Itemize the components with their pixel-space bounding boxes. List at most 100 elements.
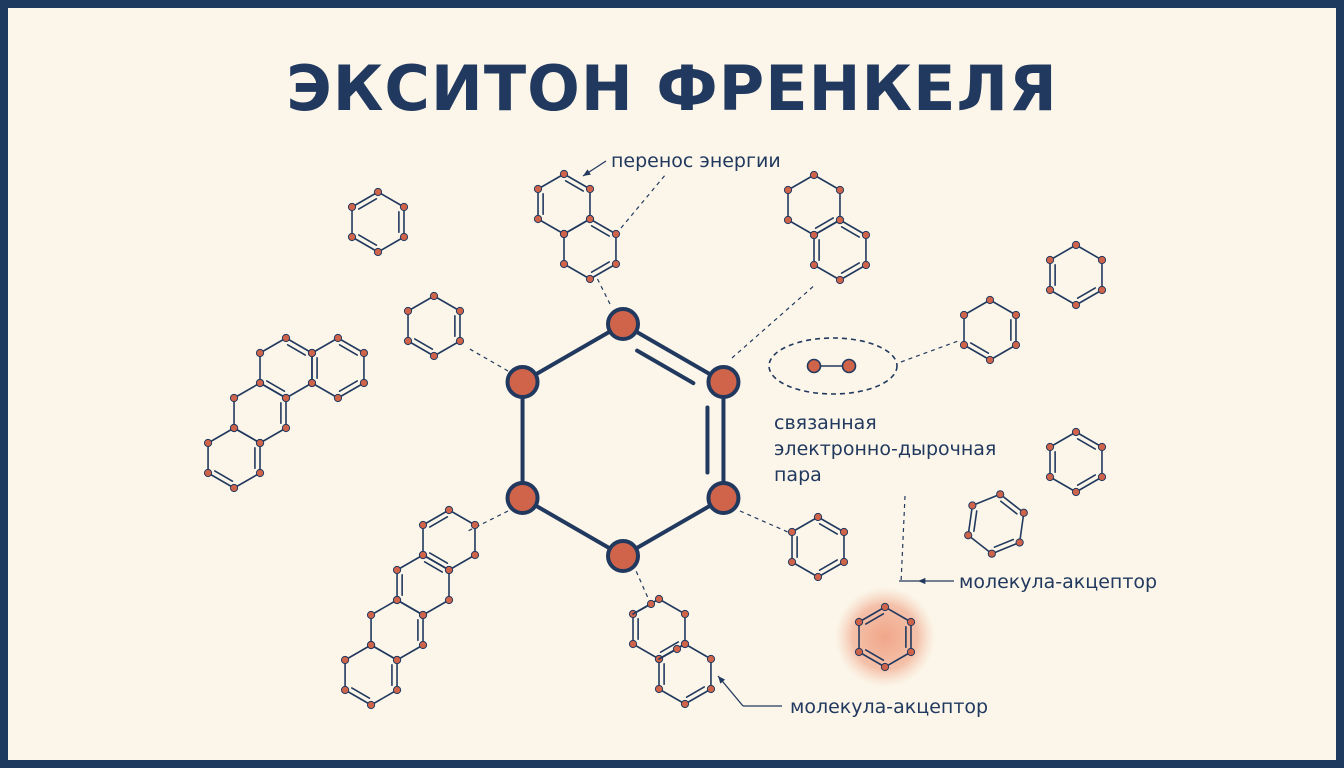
atom: [1045, 255, 1055, 265]
double-bond: [973, 510, 978, 532]
ring-bond: [658, 643, 712, 705]
atom: [813, 572, 823, 582]
atom: [281, 393, 291, 403]
double-bond: [659, 641, 680, 653]
atom: [1097, 285, 1107, 295]
atom: [813, 512, 823, 522]
atom: [281, 423, 291, 433]
ring-bond: [351, 191, 405, 253]
atom: [333, 393, 343, 403]
double-bond: [993, 538, 1015, 548]
atom: [229, 393, 239, 403]
ring-bond: [311, 337, 365, 399]
naphthalene-ring: [628, 594, 690, 664]
atom: [996, 490, 1005, 499]
atom: [559, 259, 569, 269]
atom: [366, 640, 376, 650]
arrow-head: [918, 577, 926, 585]
atom: [835, 185, 845, 195]
atom: [1011, 310, 1021, 320]
atom: [403, 336, 413, 346]
dashed-interaction-line: [632, 563, 649, 599]
hole-atom: [841, 358, 857, 374]
atom: [854, 647, 864, 657]
diagram-frame: ЭКСИТОН ФРЕНКЕЛЯ перенос энергии связанн…: [8, 8, 1336, 760]
page-title: ЭКСИТОН ФРЕНКЕЛЯ: [286, 52, 1058, 125]
atom: [444, 505, 454, 515]
ring-bond: [407, 295, 461, 357]
ring-bond: [233, 382, 287, 444]
atom: [359, 378, 369, 388]
dashed-interaction-line: [739, 510, 791, 534]
molecules: [203, 169, 1107, 710]
acceptor-right-arrow: [918, 577, 954, 585]
atom: [366, 700, 376, 710]
atom: [854, 617, 864, 627]
atom: [1097, 472, 1107, 482]
atom: [255, 348, 265, 358]
atom: [783, 215, 793, 225]
atom: [985, 355, 995, 365]
double-bond: [685, 686, 706, 698]
dashed-interaction-line: [620, 173, 667, 229]
atom: [1071, 240, 1081, 250]
central-atom: [606, 539, 640, 573]
double-bond: [840, 226, 861, 238]
double-bond: [590, 225, 611, 237]
double-bond: [1000, 500, 1018, 515]
atom: [880, 662, 890, 672]
double-bond: [428, 552, 449, 564]
bound-pair-label-2: электронно-дырочная: [774, 438, 997, 460]
double-bond: [814, 217, 835, 229]
ring-bond: [344, 644, 398, 706]
atom: [340, 685, 350, 695]
double-bond: [1076, 287, 1097, 299]
fused-ring: [255, 333, 317, 403]
double-bond: [357, 234, 378, 246]
ring-bond: [1049, 431, 1103, 493]
acceptor-ring: [854, 602, 916, 672]
atom: [307, 378, 317, 388]
double-bond: [286, 344, 307, 356]
atom: [585, 184, 595, 194]
energy-transfer-arrow: [582, 160, 607, 177]
double-bond: [969, 342, 990, 354]
fused-ring: [307, 333, 369, 403]
atom: [307, 348, 317, 358]
central-atom: [706, 365, 741, 399]
benzene-ring: [403, 291, 465, 361]
electron-atom: [806, 358, 822, 374]
atom: [533, 214, 543, 224]
atom: [229, 423, 239, 433]
atom: [429, 291, 439, 301]
atom: [392, 655, 402, 665]
atom: [392, 565, 402, 575]
atom: [403, 306, 413, 316]
central-molecule: [505, 307, 741, 573]
ring-bond: [791, 516, 845, 578]
double-bond: [428, 516, 449, 528]
atom: [418, 640, 428, 650]
atom: [281, 333, 291, 343]
atom: [959, 310, 969, 320]
arrow-head: [718, 676, 726, 684]
atom: [906, 647, 916, 657]
atom: [672, 644, 682, 654]
atom: [373, 247, 383, 257]
double-bond: [840, 262, 861, 274]
atom: [429, 351, 439, 361]
ring-bond: [813, 219, 867, 281]
atom: [255, 378, 265, 388]
ring-bond: [963, 299, 1017, 361]
ring-bond: [259, 337, 313, 399]
atom: [203, 468, 213, 478]
double-bond: [864, 649, 885, 661]
dashed-interaction-line: [900, 495, 906, 584]
atom: [455, 336, 465, 346]
atom: [680, 639, 690, 649]
atom: [783, 185, 793, 195]
atom: [1019, 508, 1028, 517]
atom: [1045, 472, 1055, 482]
dashed-interaction-line: [731, 283, 817, 359]
benzene-ring: [959, 295, 1021, 365]
